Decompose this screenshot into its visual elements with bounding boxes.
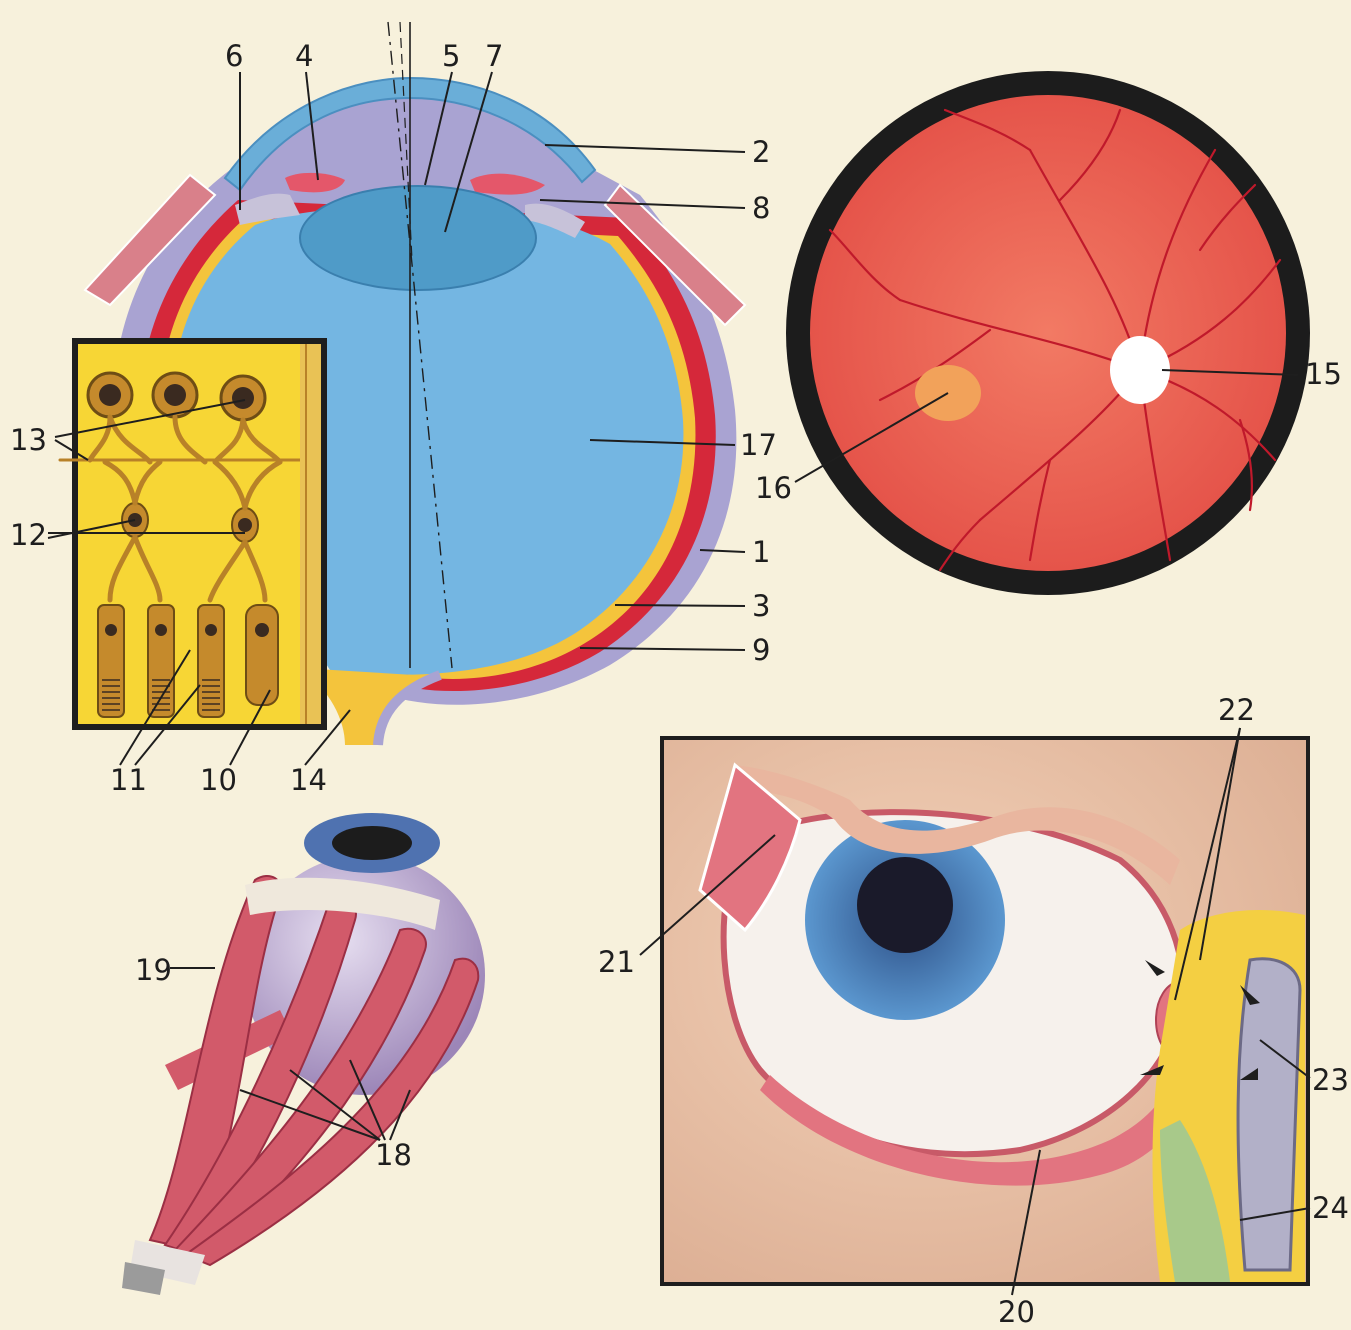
label-23: 23	[1312, 1063, 1349, 1097]
label-20: 20	[998, 1295, 1035, 1329]
label-13: 13	[10, 423, 47, 457]
label-7: 7	[485, 39, 503, 73]
label-15: 15	[1305, 357, 1342, 391]
cone-cell	[246, 605, 278, 705]
label-24: 24	[1312, 1191, 1349, 1225]
label-2: 2	[752, 135, 770, 169]
rod-cell	[98, 605, 124, 717]
label-10: 10	[200, 763, 237, 797]
label-14: 14	[290, 763, 327, 797]
label-4: 4	[295, 39, 313, 73]
label-6: 6	[225, 39, 243, 73]
label-19: 19	[135, 953, 172, 987]
lacrimal-panel	[660, 736, 1310, 1286]
eye-fundus	[786, 71, 1310, 595]
label-1: 1	[752, 535, 770, 569]
label-5: 5	[442, 39, 460, 73]
pupil	[857, 857, 953, 953]
label-12: 12	[10, 518, 47, 552]
label-9: 9	[752, 633, 770, 667]
label-18: 18	[375, 1138, 412, 1172]
rod-cell	[198, 605, 224, 717]
label-8: 8	[752, 191, 770, 225]
rod-cell	[148, 605, 174, 717]
lens	[300, 186, 536, 290]
label-22: 22	[1218, 693, 1255, 727]
lacrimal-sac	[1238, 959, 1300, 1270]
label-3: 3	[752, 589, 770, 623]
label-16: 16	[755, 471, 792, 505]
optic-disc	[1110, 336, 1170, 404]
label-11: 11	[110, 763, 147, 797]
label-21: 21	[598, 945, 635, 979]
label-17: 17	[740, 428, 777, 462]
eyeball-muscles	[122, 813, 485, 1295]
